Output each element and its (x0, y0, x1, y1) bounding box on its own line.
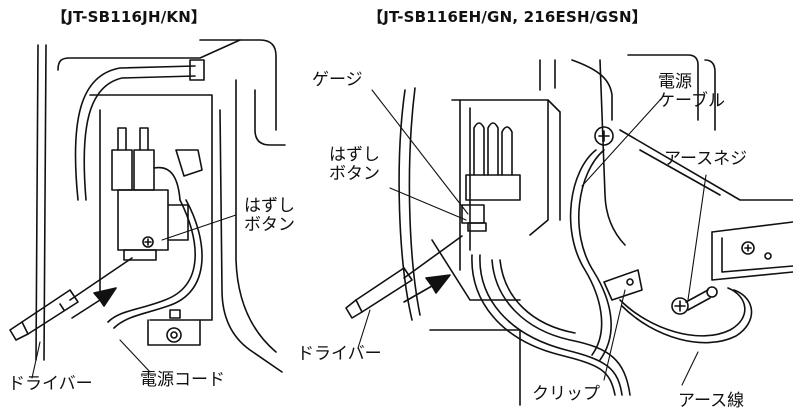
left-power-cord-label: 電源コード (140, 370, 225, 390)
power-cable-label: 電源 ケーブル (658, 73, 725, 111)
left-release-button-label: はずし ボタン (244, 197, 295, 235)
right-gauge-pins (461, 122, 521, 232)
right-diagram-title: 【JT-SB116EH/GN, 216ESH/GSN】 (368, 8, 647, 26)
right-unit-housing (398, 54, 793, 406)
left-loop-cable (74, 59, 205, 201)
right-earth-wire (619, 287, 753, 344)
earth-wire-label: アース線 (678, 391, 745, 411)
left-leader-lines (31, 214, 237, 379)
right-push-arrow (403, 274, 451, 303)
right-screwdriver (345, 235, 463, 319)
right-release-button-label-line2: ボタン (329, 164, 380, 184)
right-clip (603, 269, 643, 301)
right-screwdriver-label: ドライバー (297, 344, 382, 364)
left-screwdriver (9, 257, 133, 341)
right-wire-bundle (471, 254, 631, 396)
right-screw-head (594, 126, 614, 146)
right-release-button-label: はずし ボタン (329, 146, 380, 184)
earth-screw-label: アースネジ (664, 149, 748, 169)
left-push-arrow (71, 287, 117, 319)
right-leader-lines (357, 89, 707, 386)
left-diagram-title: 【JT-SB116JH/KN】 (52, 8, 207, 26)
left-release-button-label-line2: ボタン (244, 215, 295, 235)
clip-label: クリップ (532, 384, 600, 404)
right-power-cable (569, 149, 612, 361)
left-release-button-label-line1: はずし (244, 196, 295, 216)
gauge-label: ゲージ (312, 70, 363, 90)
power-cable-label-line2: ケーブル (658, 91, 725, 111)
power-cable-label-line1: 電源 (658, 72, 692, 92)
right-release-button-label-line1: はずし (329, 145, 380, 165)
right-terminal-block (711, 221, 793, 281)
left-connector-block (111, 127, 203, 261)
left-screwdriver-label: ドライバー (8, 374, 93, 394)
right-earth-screw (671, 286, 718, 315)
